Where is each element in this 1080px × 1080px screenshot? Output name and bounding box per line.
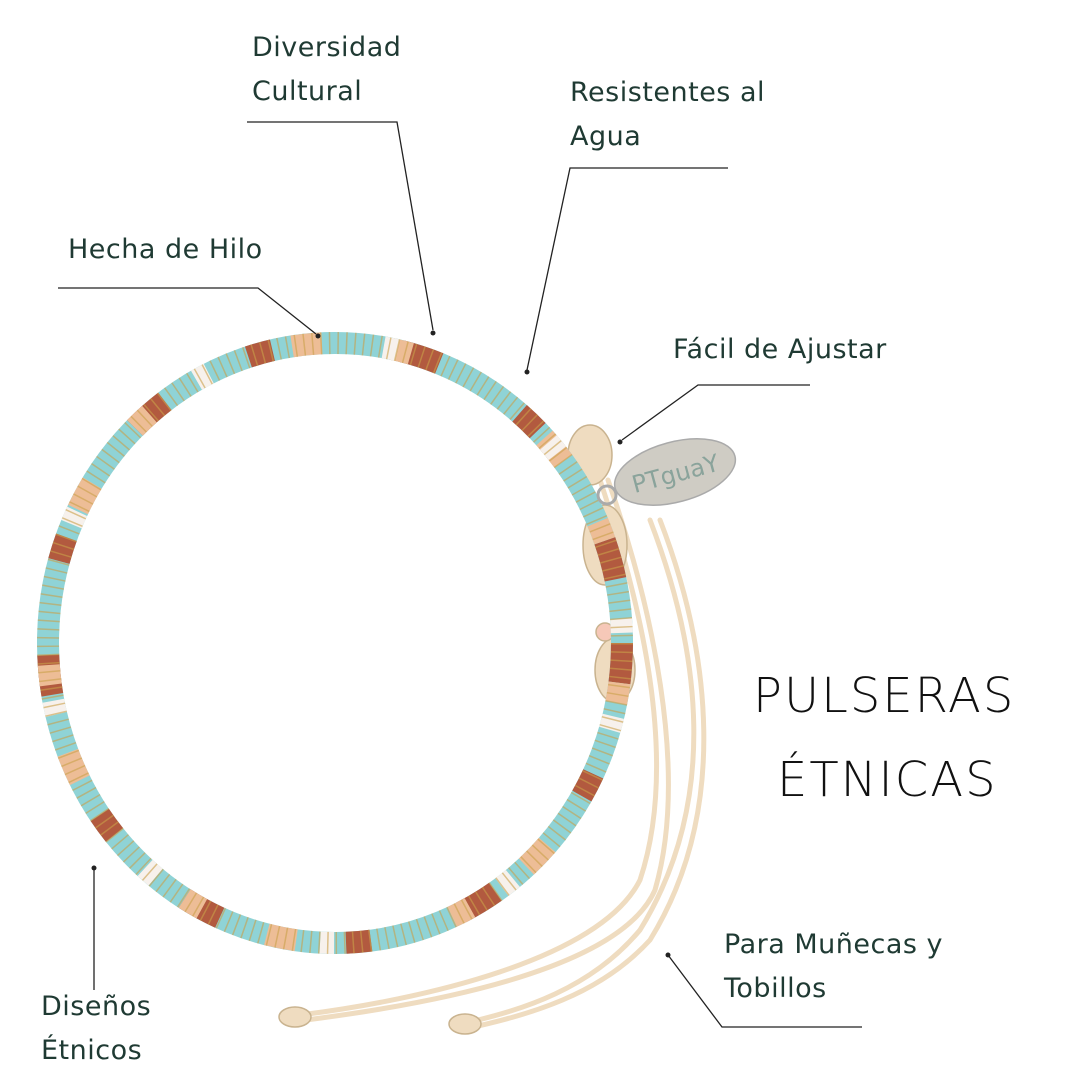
title-line-2: ÉTNICAS [777, 752, 998, 808]
label-line: Étnicos [41, 1035, 143, 1066]
callout-line-ajustar [621, 384, 810, 441]
label-line: Agua [570, 121, 642, 152]
beaded-bracelet [37, 332, 633, 954]
callout-line-diversidad [247, 121, 434, 331]
label-facil-de-ajustar: Fácil de Ajustar [673, 334, 887, 365]
label-disenos-etnicos: Diseños Étnicos [41, 985, 151, 1073]
label-diversidad-cultural: Diversidad Cultural [252, 26, 401, 114]
label-resistentes-agua: Resistentes al Agua [570, 71, 765, 159]
callout-lines [58, 121, 862, 1028]
label-line: Cultural [252, 76, 363, 107]
adjustable-cords [287, 477, 707, 1033]
callout-line-hilo [58, 287, 317, 335]
callout-dots [91, 330, 671, 958]
label-hecha-de-hilo: Hecha de Hilo [68, 234, 263, 265]
brand-tag: PTguaY [596, 438, 737, 506]
callout-line-resistentes [526, 167, 728, 371]
label-para-munecas-tobillos: Para Muñecas y Tobillos [724, 923, 943, 1011]
callout-line-munecas [667, 954, 862, 1028]
label-line: Tobillos [724, 973, 827, 1004]
label-line: Resistentes al [570, 77, 765, 108]
title-line-1: PULSERAS [753, 668, 1016, 724]
label-line: Diversidad [252, 32, 402, 63]
label-line: Diseños [41, 991, 152, 1022]
label-line: Para Muñecas y [724, 929, 943, 960]
